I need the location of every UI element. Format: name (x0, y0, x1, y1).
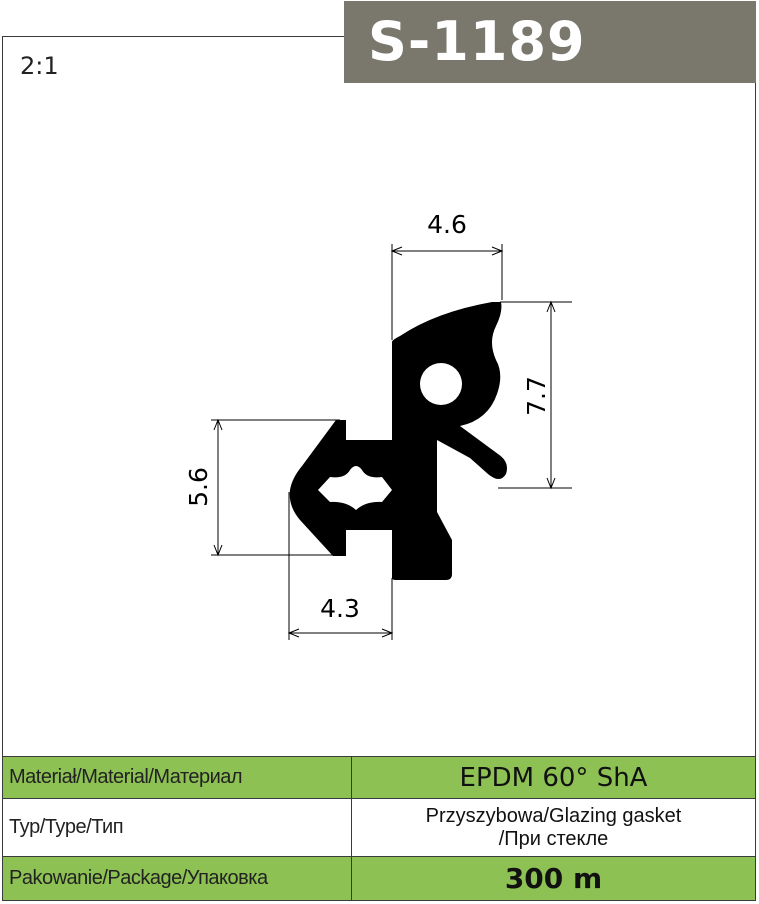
spec-row-package: Pakowanie/Package/Упаковка 300 m (2, 856, 756, 901)
dimension-top-label: 4.6 (427, 210, 467, 239)
dimension-right-label: 7.7 (522, 376, 551, 416)
gasket-profile (289, 302, 507, 580)
type-value: Przyszybowa/Glazing gasket /При стекле (351, 798, 756, 857)
spec-row-material: Materiał/Material/Материал EPDM 60° ShA (2, 756, 756, 799)
dimension-top (390, 244, 504, 340)
hollow-chamber-round (420, 363, 462, 405)
type-value-line2: /При стекле (498, 827, 609, 850)
spec-row-type: Typ/Type/Тип Przyszybowa/Glazing gasket … (2, 798, 756, 857)
dimension-left-label: 5.6 (184, 467, 213, 507)
dimension-bottom (287, 492, 394, 640)
package-label: Pakowanie/Package/Упаковка (2, 856, 352, 901)
dimension-right (498, 300, 572, 490)
material-label: Materiał/Material/Материал (2, 756, 352, 799)
scale-label: 2:1 (20, 52, 59, 80)
glazing-lip-body (392, 302, 507, 580)
spec-table: Materiał/Material/Материал EPDM 60° ShA … (2, 756, 756, 901)
material-value: EPDM 60° ShA (351, 756, 756, 799)
product-code: S-1189 (344, 1, 756, 83)
type-value-line1: Przyszybowa/Glazing gasket (425, 804, 682, 827)
hollow-chamber-diamond (318, 466, 392, 510)
dimension-bottom-label: 4.3 (320, 594, 360, 623)
dimension-left (211, 418, 340, 557)
package-value: 300 m (351, 856, 756, 901)
type-label: Typ/Type/Тип (2, 798, 352, 857)
